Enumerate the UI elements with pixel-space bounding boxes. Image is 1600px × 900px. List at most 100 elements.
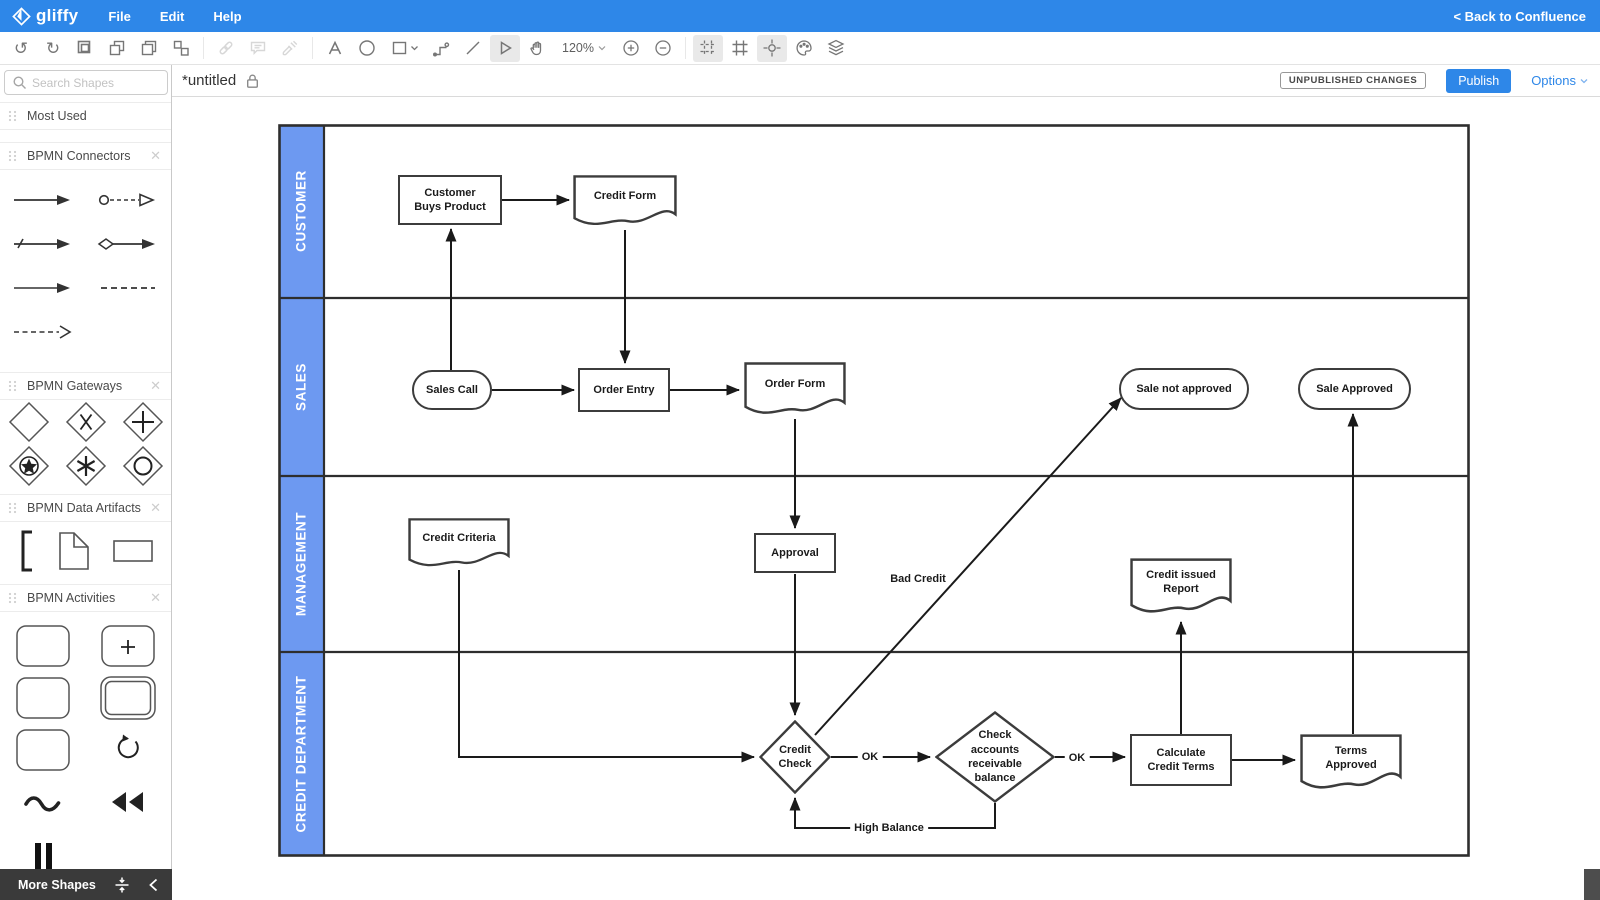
node-credit-issued-report[interactable]: Credit issued Report [1130, 558, 1232, 618]
shape-default-flow-open[interactable] [86, 178, 172, 222]
zoom-in-button[interactable] [616, 35, 646, 62]
menu-edit[interactable]: Edit [159, 8, 185, 24]
shape-gateway-parallel[interactable] [114, 400, 171, 444]
ungroup-icon[interactable] [166, 35, 196, 62]
duplicate-icon[interactable] [134, 35, 164, 62]
lane-label-customer[interactable]: CUSTOMER [293, 170, 309, 252]
lane-label-sales[interactable]: SALES [293, 362, 309, 412]
shape-default-flow-diamond[interactable] [86, 222, 172, 266]
shape-subprocess[interactable] [86, 620, 172, 672]
snap-to-grid-toggle[interactable] [692, 34, 723, 62]
theme-icon[interactable] [789, 35, 819, 62]
comment-icon[interactable] [243, 35, 273, 62]
menubar: File Edit Help [108, 9, 241, 24]
gliffy-logo[interactable]: gliffy [0, 6, 88, 26]
zoom-level-select[interactable]: 120% [553, 41, 615, 55]
shape-gateway-complex[interactable] [57, 444, 114, 488]
options-label: Options [1531, 73, 1576, 88]
section-title: BPMN Data Artifacts [27, 501, 141, 515]
shape-gateway-inclusive[interactable] [114, 444, 171, 488]
connector-tool[interactable] [426, 35, 456, 62]
lane-label-management[interactable]: MANAGEMENT [293, 511, 309, 617]
shape-annotation-rect[interactable] [112, 539, 154, 568]
lane-label-credit-department[interactable]: CREDIT DEPARTMENT [293, 675, 309, 833]
close-icon[interactable]: ✕ [150, 378, 161, 393]
undo-button[interactable]: ↺ [13, 38, 29, 58]
edge-label-ok-accounts[interactable]: OK [1064, 752, 1090, 764]
section-bpmn-activities[interactable]: BPMN Activities ✕ [0, 584, 171, 612]
shape-gateway-complex-star[interactable] [0, 444, 57, 488]
edge-label-high-balance[interactable]: High Balance [850, 822, 928, 834]
chevron-left-icon[interactable] [146, 876, 160, 894]
close-icon[interactable]: ✕ [150, 148, 161, 163]
edge-label-ok-credit-check[interactable]: OK [857, 751, 883, 763]
eyedropper-icon[interactable] [275, 35, 305, 62]
pointer-tool[interactable] [490, 34, 520, 62]
guides-toggle[interactable] [756, 34, 787, 62]
node-order-entry[interactable]: Order Entry [578, 368, 670, 412]
section-bpmn-data-artifacts[interactable]: BPMN Data Artifacts ✕ [0, 494, 171, 522]
shape-association[interactable] [86, 266, 172, 310]
shape-task[interactable] [0, 620, 86, 672]
node-credit-form[interactable]: Credit Form [573, 175, 677, 230]
shape-transaction[interactable] [86, 672, 172, 724]
shape-task-3[interactable] [0, 724, 86, 776]
shape-conditional-flow[interactable] [0, 222, 86, 266]
back-to-confluence-link[interactable]: < Back to Confluence [1453, 8, 1586, 24]
node-sale-approved[interactable]: Sale Approved [1298, 368, 1411, 410]
arrange-icon[interactable] [102, 35, 132, 62]
node-approval[interactable]: Approval [754, 533, 836, 573]
link-icon[interactable] [211, 35, 241, 62]
node-check-accounts-receivable-balance[interactable]: Check accounts receivable balance [935, 711, 1055, 803]
document-title[interactable]: *untitled [182, 72, 237, 89]
publish-button[interactable]: Publish [1446, 68, 1512, 93]
shape-group-bracket[interactable] [17, 529, 37, 578]
drag-handle-icon [8, 150, 17, 162]
options-dropdown[interactable]: Options [1531, 73, 1588, 88]
shape-ad-hoc-marker[interactable] [0, 776, 86, 828]
shape-task-2[interactable] [0, 672, 86, 724]
redo-button[interactable]: ↻ [45, 38, 61, 58]
shape-loop-marker[interactable] [86, 724, 172, 776]
more-shapes-bar[interactable]: More Shapes [0, 869, 172, 900]
menu-file[interactable]: File [108, 8, 131, 24]
toolbar-separator [312, 37, 313, 59]
close-icon[interactable]: ✕ [150, 590, 161, 605]
editor-toolbar: ↺ ↻ 120% [0, 32, 1600, 65]
edge-label-bad-credit[interactable]: Bad Credit [886, 573, 950, 585]
shape-sequence-flow[interactable] [0, 178, 86, 222]
shape-gateway[interactable] [0, 400, 57, 444]
node-sales-call[interactable]: Sales Call [412, 370, 492, 410]
close-icon[interactable]: ✕ [150, 500, 161, 515]
show-grid-toggle[interactable] [725, 35, 755, 62]
pan-tool[interactable] [522, 35, 552, 62]
shape-tool[interactable] [384, 35, 424, 62]
collapse-panels-icon[interactable] [112, 875, 132, 895]
section-bpmn-gateways[interactable]: BPMN Gateways ✕ [0, 372, 171, 400]
text-tool[interactable] [320, 35, 350, 62]
node-customer-buys-product[interactable]: Customer Buys Product [398, 175, 502, 225]
shape-gateway-exclusive[interactable] [57, 400, 114, 444]
node-sale-not-approved[interactable]: Sale not approved [1119, 368, 1249, 410]
shape-data-object[interactable] [54, 529, 94, 578]
line-tool[interactable] [458, 35, 488, 62]
more-shapes-label: More Shapes [18, 877, 96, 892]
node-credit-criteria[interactable]: Credit Criteria [408, 518, 510, 571]
layers-icon[interactable] [821, 35, 851, 62]
shape-compensation-marker[interactable] [86, 776, 172, 828]
ellipse-tool[interactable] [352, 35, 382, 62]
node-calculate-credit-terms[interactable]: Calculate Credit Terms [1130, 734, 1232, 786]
group-icon[interactable] [70, 35, 100, 62]
section-bpmn-connectors[interactable]: BPMN Connectors ✕ [0, 142, 171, 170]
section-most-used[interactable]: Most Used [0, 102, 171, 130]
menu-help[interactable]: Help [213, 8, 242, 24]
zoom-out-button[interactable] [648, 35, 678, 62]
shape-message-flow-solid[interactable] [0, 266, 86, 310]
shape-pause-marker[interactable] [0, 828, 86, 880]
search-shapes-input[interactable] [4, 70, 168, 95]
node-credit-check[interactable]: Credit Check [759, 720, 831, 794]
empty-cell [86, 310, 172, 354]
node-terms-approved[interactable]: Terms Approved [1300, 734, 1402, 794]
shape-message-flow-dashed[interactable] [0, 310, 86, 354]
node-order-form[interactable]: Order Form [744, 362, 846, 419]
